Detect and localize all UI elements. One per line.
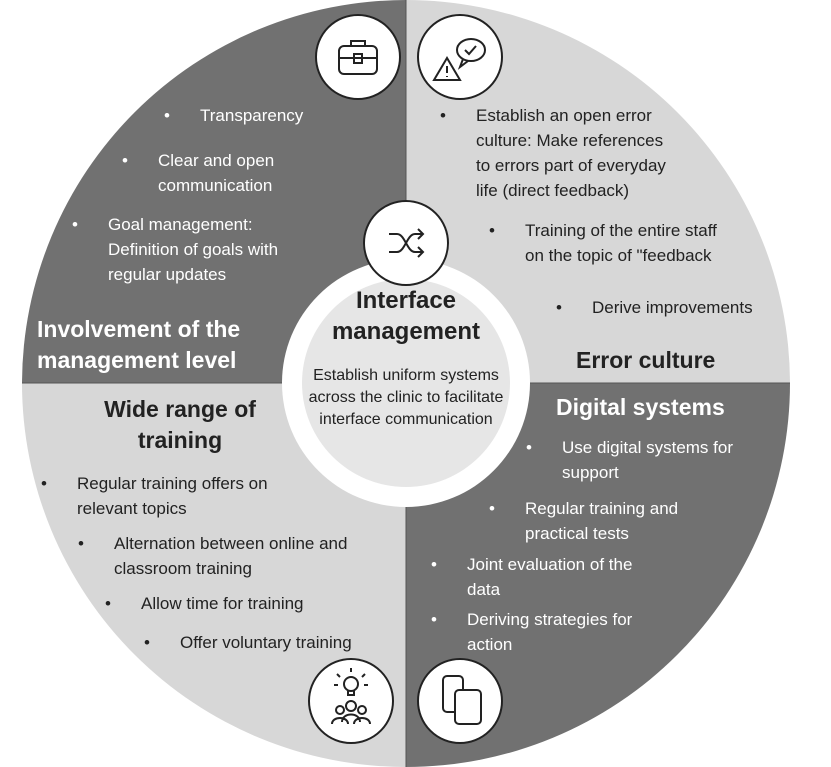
list-item: Goal management:Definition of goals with… [72,212,278,287]
idea-team-icon [308,658,394,744]
briefcase-icon [315,14,401,100]
shuffle-icon [363,200,449,286]
center-circle [302,279,510,487]
digital-title: Digital systems [556,394,725,420]
list-item: Alternation between online andclassroom … [78,531,348,581]
warning-feedback-icon [417,14,503,100]
list-item: Offer voluntary training [144,630,352,655]
devices-icon [417,658,503,744]
list-item: Allow time for training [105,591,303,616]
list-item: Transparency [164,103,303,128]
list-item: Derive improvements [556,295,753,320]
error-title: Error culture [576,347,716,373]
